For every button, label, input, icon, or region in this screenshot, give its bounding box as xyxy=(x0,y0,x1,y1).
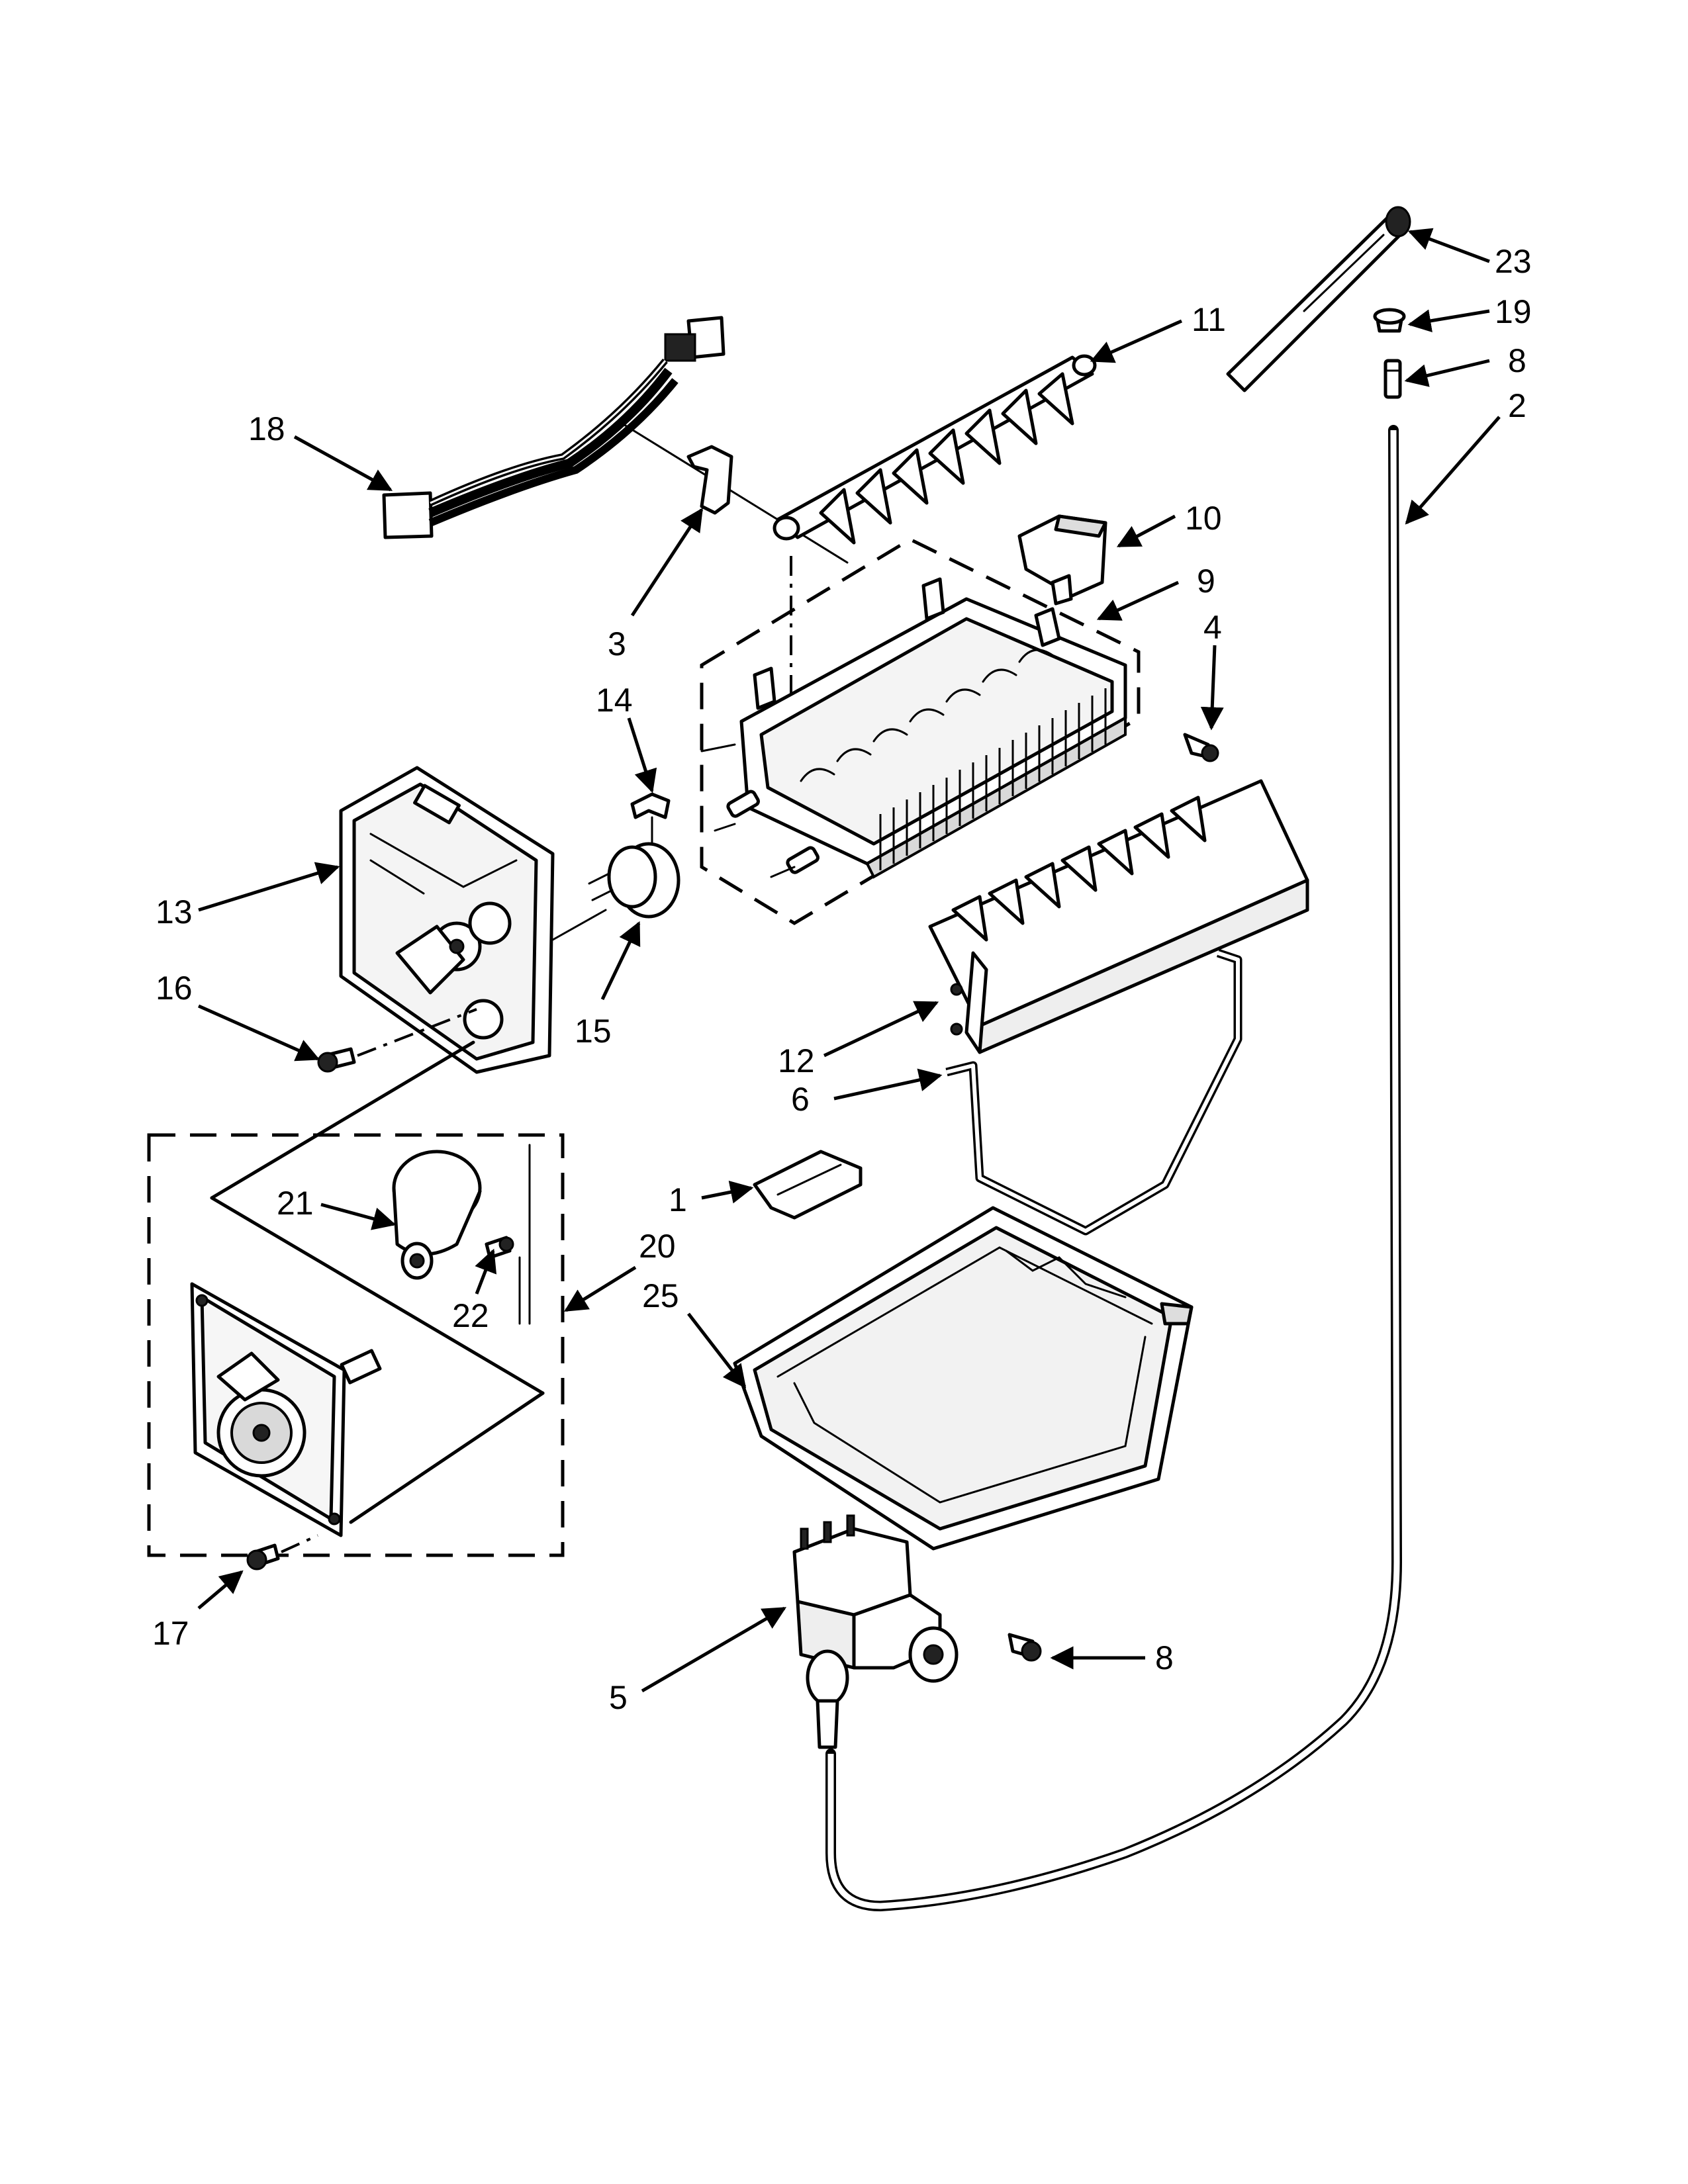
shutoff-arm-part xyxy=(945,948,1243,1236)
callout-20: 20 xyxy=(639,1228,676,1265)
callout-1: 1 xyxy=(669,1181,687,1218)
callout-16: 16 xyxy=(156,970,193,1007)
callout-2: 2 xyxy=(1508,387,1526,424)
tube-fitting-part xyxy=(1383,359,1402,399)
motor-part xyxy=(392,1144,531,1325)
callout-19: 19 xyxy=(1495,293,1532,330)
callout-6: 6 xyxy=(791,1081,810,1118)
module-to-thermostat-line xyxy=(551,909,607,941)
water-fill-tube-part xyxy=(825,425,1402,1911)
callout-11: 11 xyxy=(1192,301,1226,338)
fill-cup-tube-part xyxy=(1226,206,1411,392)
callout-15: 15 xyxy=(575,1013,612,1050)
ice-bin-part xyxy=(733,1206,1194,1551)
module-screw-part xyxy=(246,1543,280,1570)
thermostat-clip-part xyxy=(630,792,671,819)
harness-clip-part xyxy=(686,445,733,515)
ice-maker-assembly-boundary xyxy=(700,537,1141,925)
valve-screw-part xyxy=(1008,1633,1042,1662)
callout-labels: 23 19 8 2 11 10 9 4 18 3 14 15 13 16 12 … xyxy=(152,243,1532,1716)
callout-8-lower: 8 xyxy=(1155,1639,1174,1676)
callout-17: 17 xyxy=(152,1615,189,1652)
ice-stripper-part xyxy=(928,779,1309,1054)
module-screw-axis xyxy=(281,1534,318,1553)
callout-18: 18 xyxy=(248,410,285,447)
housing-screw-part xyxy=(317,1047,356,1073)
ejector-part xyxy=(773,354,1097,545)
thermostat-part xyxy=(588,842,680,919)
control-module-housing-part xyxy=(339,766,555,1074)
callout-21: 21 xyxy=(277,1185,314,1222)
callout-5: 5 xyxy=(609,1679,628,1716)
motor-module-assembly-boundary xyxy=(147,1133,565,1557)
motor-module-assembly-lines xyxy=(210,1040,545,1524)
callout-9: 9 xyxy=(1197,563,1215,600)
mold-screw-part xyxy=(1183,733,1219,762)
callout-23: 23 xyxy=(1495,243,1532,280)
grommet-part xyxy=(1373,308,1406,333)
callout-12: 12 xyxy=(778,1042,815,1079)
callout-25: 25 xyxy=(642,1277,679,1314)
callout-3: 3 xyxy=(608,625,626,662)
water-valve-part xyxy=(792,1514,959,1749)
callout-4: 4 xyxy=(1203,609,1222,646)
callout-22: 22 xyxy=(452,1297,489,1334)
fill-cup-part xyxy=(1017,514,1107,606)
callout-8-upper: 8 xyxy=(1508,342,1526,379)
callout-14: 14 xyxy=(596,682,633,719)
wire-harness-part xyxy=(382,316,849,564)
module-plate-part xyxy=(190,1282,382,1537)
bracket-part xyxy=(753,1150,863,1220)
ice-maker-mold-part xyxy=(700,577,1127,879)
callout-13: 13 xyxy=(156,893,193,931)
callout-10: 10 xyxy=(1185,500,1222,537)
leader-lines xyxy=(197,228,1501,1693)
